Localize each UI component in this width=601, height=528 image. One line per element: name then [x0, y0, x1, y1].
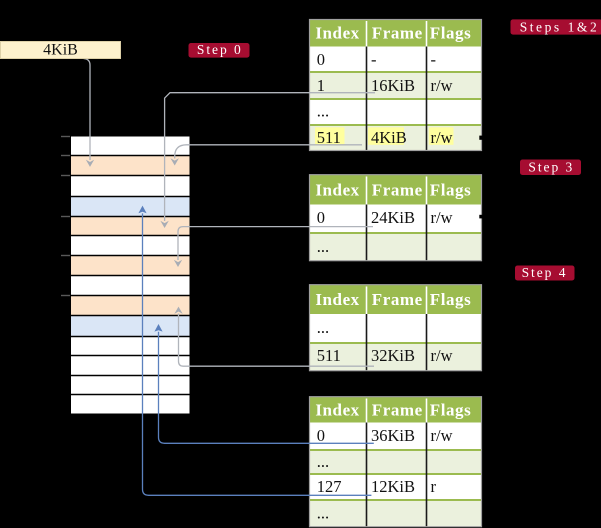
svg-text:511: 511 — [317, 128, 341, 147]
svg-text:Flags: Flags — [430, 180, 471, 199]
svg-text:Frame: Frame — [372, 24, 423, 43]
svg-text:0: 0 — [317, 50, 325, 69]
svg-text:Steps 1&2: Steps 1&2 — [520, 20, 600, 35]
svg-text:r/w: r/w — [431, 208, 453, 227]
svg-text:r/w: r/w — [431, 426, 453, 445]
svg-text:Frame: Frame — [372, 290, 423, 309]
svg-text:...: ... — [317, 318, 329, 337]
svg-text:r: r — [431, 477, 437, 496]
svg-text:...: ... — [317, 452, 329, 471]
svg-text:...: ... — [317, 237, 329, 256]
svg-text:24KiB: 24KiB — [371, 208, 415, 227]
svg-text:12KiB: 12KiB — [371, 477, 415, 496]
svg-text:...: ... — [317, 503, 329, 522]
svg-text:Index: Index — [315, 290, 359, 309]
svg-text:Frame: Frame — [372, 180, 423, 199]
svg-text:-: - — [371, 50, 377, 69]
svg-text:r/w: r/w — [431, 128, 453, 147]
svg-text:32KiB: 32KiB — [371, 346, 415, 365]
svg-text:0: 0 — [317, 208, 325, 227]
svg-text:36KiB: 36KiB — [371, 426, 415, 445]
svg-text:Flags: Flags — [430, 400, 471, 419]
svg-text:Flags: Flags — [430, 290, 471, 309]
svg-text:127: 127 — [317, 477, 342, 496]
svg-text:Step 3: Step 3 — [528, 160, 574, 175]
svg-text:...: ... — [317, 102, 329, 121]
svg-text:Step 0: Step 0 — [197, 42, 243, 57]
svg-text:4KiB: 4KiB — [43, 42, 78, 59]
svg-text:Step 4: Step 4 — [522, 265, 568, 280]
svg-text:511: 511 — [317, 346, 341, 365]
svg-text:16KiB: 16KiB — [371, 76, 415, 95]
svg-text:4KiB: 4KiB — [371, 128, 407, 147]
svg-text:Flags: Flags — [430, 24, 471, 43]
svg-text:Index: Index — [315, 400, 359, 419]
svg-text:Index: Index — [315, 24, 359, 43]
svg-text:-: - — [431, 50, 437, 69]
svg-text:r/w: r/w — [431, 76, 453, 95]
svg-text:Frame: Frame — [372, 400, 423, 419]
svg-text:r/w: r/w — [431, 346, 453, 365]
svg-text:1: 1 — [317, 76, 325, 95]
svg-text:0: 0 — [317, 426, 325, 445]
svg-text:Index: Index — [315, 180, 359, 199]
